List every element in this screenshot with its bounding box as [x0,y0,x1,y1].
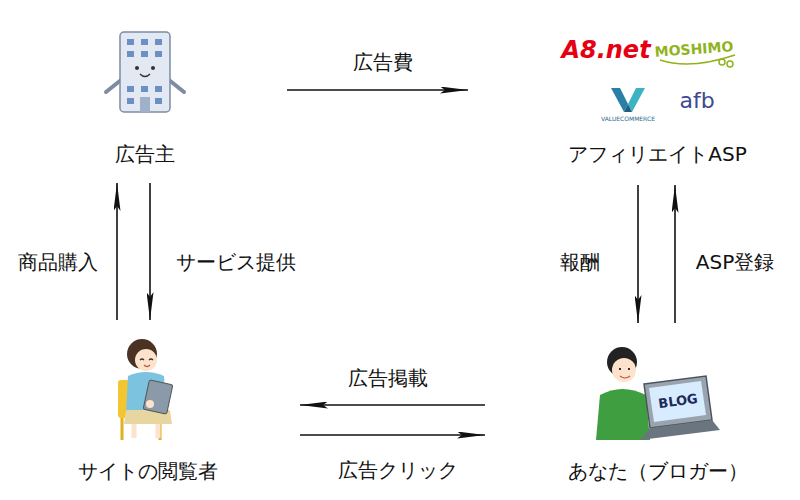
logo-text: afb [679,90,714,112]
flow-label: サービス提供 [173,250,299,274]
logo-text: VALUECOMMERCE [601,116,655,122]
flow-arrow [637,185,639,323]
flow-label: 広告掲載 [345,366,431,390]
flow-arrow [300,434,485,436]
viewer-illustration [118,339,173,440]
flow-label: 商品購入 [15,250,101,274]
blogger-illustration [596,347,720,440]
node-caption: アフィリエイトASP [564,142,750,168]
flow-label: 広告クリック [335,458,461,482]
logo-text: MOSHIMO [654,39,733,58]
flow-label: ASP登録 [693,250,777,274]
node-caption: あなた（ブロガー） [564,459,752,485]
flow-arrow [287,89,468,91]
node-caption: 広告主 [111,142,179,168]
logo-marks [611,55,735,112]
flow-label: 広告費 [350,50,416,74]
building-icon [106,32,184,112]
flow-arrow [149,183,151,320]
flow-arrow [300,404,485,406]
figure-node: あなた（ブロガー） [540,340,775,485]
flow-label: 報酬 [557,250,603,274]
node-caption: サイトの閲覧者 [74,459,222,485]
flow-arrow [116,183,118,320]
flow-arrow [674,185,676,323]
logo-text: A8.net [561,38,650,62]
figure-node: 広告主 [75,20,215,168]
figure-node: サイトの閲覧者 [50,335,245,485]
